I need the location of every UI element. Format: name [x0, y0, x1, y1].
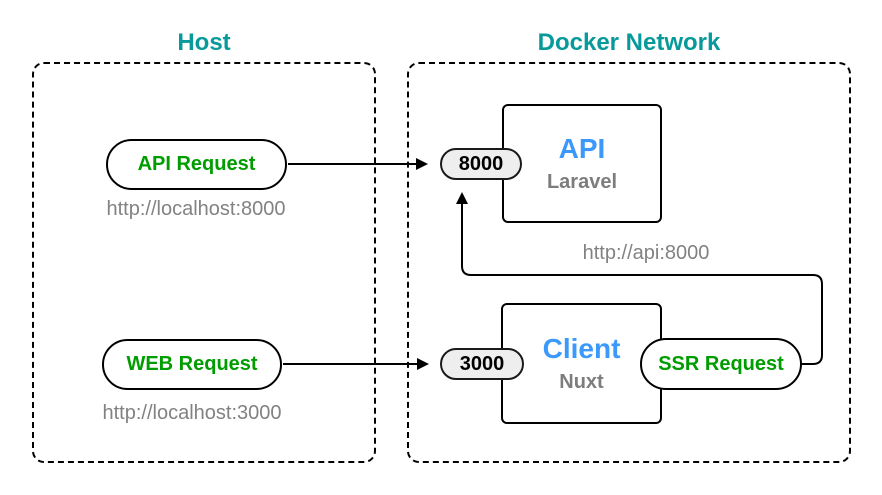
client-service-subtitle: Nuxt — [559, 371, 604, 393]
api-service-subtitle: Laravel — [546, 171, 618, 193]
api-service-node: API Laravel — [502, 104, 662, 223]
ssr-request-node: SSR Request — [640, 338, 802, 390]
web-request-url-label: http://localhost:3000 — [102, 402, 282, 424]
host-group-title: Host — [177, 29, 231, 56]
web-request-label: WEB Request — [126, 353, 258, 375]
client-service-title: Client — [542, 333, 621, 364]
web-request-node: WEB Request — [102, 339, 282, 390]
client-service-node: Client Nuxt — [501, 303, 662, 424]
internal-api-url-label: http://api:8000 — [582, 242, 710, 264]
api-request-url-label: http://localhost:8000 — [106, 198, 286, 220]
api-service-title: API — [558, 133, 606, 164]
docker-network-group-title: Docker Network — [537, 29, 721, 56]
ssr-request-label: SSR Request — [658, 352, 784, 375]
docker-network-group-box — [407, 62, 851, 463]
port-badge-3000: 3000 — [440, 348, 524, 380]
host-group-box — [32, 62, 376, 463]
port-badge-8000: 8000 — [440, 148, 522, 180]
api-request-label: API Request — [137, 153, 256, 175]
api-request-node: API Request — [106, 139, 287, 190]
